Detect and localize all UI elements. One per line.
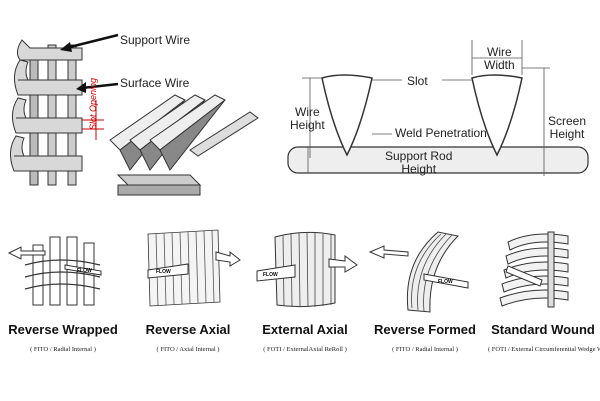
wire-width-label: Wire Width (484, 45, 515, 72)
support-wire-label: Support Wire (120, 33, 191, 47)
reverse-formed-illustration: FLOW (368, 231, 469, 313)
reverse-wrapped-title: Reverse Wrapped (8, 322, 118, 337)
flow-label: FLOW (263, 272, 278, 278)
flow-label: FLOW (77, 268, 92, 274)
support-rod-height-label: Support Rod Height (385, 149, 453, 176)
cross-section-illustration (287, 40, 589, 176)
reverse-formed-title: Reverse Formed (374, 322, 476, 337)
flow-label: FLOW (156, 269, 171, 275)
wire-height-label: Wire Height (290, 105, 325, 132)
reverse-wrapped-illustration: FLOW (7, 236, 102, 306)
reverse-formed-subtitle: ( FITO / Radial Internal ) (392, 346, 458, 353)
standard-wound-subtitle: ( FOTI / External Circumferential Wedge … (488, 346, 600, 353)
slot-label: Slot (407, 74, 428, 88)
reverse-axial-title: Reverse Axial (145, 322, 231, 337)
standard-wound-illustration (499, 231, 569, 308)
slot-opening-label: Slot Opening (88, 77, 98, 130)
screen-height-label: Screen Height (548, 114, 587, 141)
reverse-wrapped-subtitle: ( FITO / Radial Internal ) (30, 346, 96, 353)
weld-penetration-label: Weld Penetration (395, 126, 487, 140)
external-axial-subtitle: ( FOTI / ExternalAxial ReRoll ) (263, 346, 347, 353)
external-axial-title: External Axial (262, 322, 348, 337)
reverse-axial-subtitle: ( FITO / Axial Internal ) (156, 346, 220, 353)
flow-label: FLOW (438, 279, 453, 285)
surface-wire-label: Surface Wire (120, 76, 190, 90)
external-axial-illustration: FLOW (256, 231, 358, 308)
standard-wound-title: Standard Wound (491, 322, 595, 337)
reverse-axial-illustration: FLOW (147, 229, 241, 307)
cylinder-screen-illustration (10, 33, 259, 196)
